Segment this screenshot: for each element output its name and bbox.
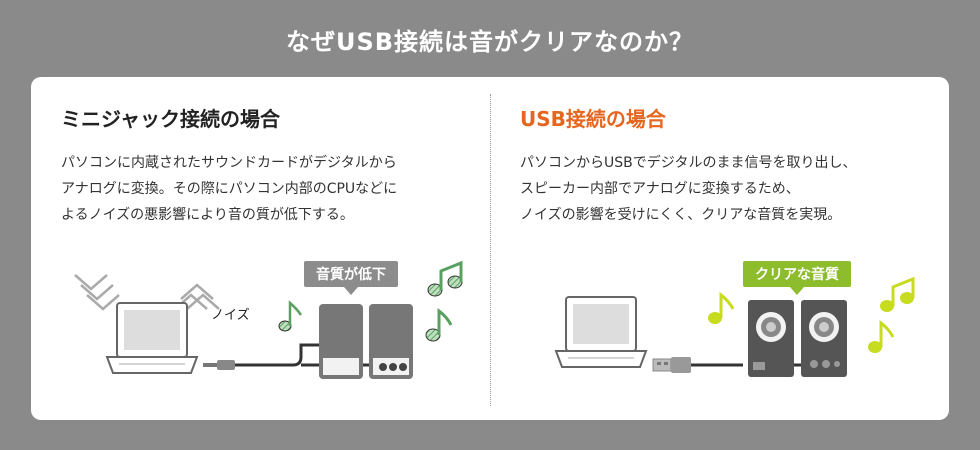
laptop-left-icon bbox=[105, 302, 199, 374]
speakers-left-icon bbox=[319, 304, 413, 379]
noise-label: ノイズ bbox=[211, 308, 250, 323]
minijack-heading: ミニジャック接続の場合 bbox=[61, 107, 280, 131]
minijack-text-line-3: よるノイズの悪影響により音の質が低下する。 bbox=[61, 207, 354, 223]
laptop-right-icon bbox=[554, 296, 648, 368]
noise-waves-left-icon bbox=[74, 274, 120, 311]
music-note-left-2-icon bbox=[427, 260, 463, 297]
minijack-text-line-2: アナログに変換。その際にパソコン内部のCPUなどに bbox=[61, 181, 398, 197]
speakers-right-icon bbox=[748, 300, 847, 377]
usb-text-line-3: ノイズの影響を受けにくく、クリアな音質を実現。 bbox=[520, 207, 842, 223]
column-divider bbox=[490, 94, 491, 406]
usb-heading: USB接続の場合 bbox=[520, 107, 666, 131]
usb-cable-icon bbox=[652, 357, 743, 373]
usb-text-line-1: パソコンからUSBでデジタルのまま信号を取り出し、 bbox=[520, 155, 857, 171]
quality-drop-label: 音質が低下 bbox=[316, 267, 386, 283]
minijack-text-line-1: パソコンに内蔵されたサウンドカードがデジタルから bbox=[61, 155, 397, 171]
music-note-right-3-icon bbox=[868, 319, 895, 353]
music-note-right-2-icon bbox=[880, 276, 915, 312]
music-note-left-3-icon bbox=[425, 307, 453, 342]
music-note-left-icon bbox=[278, 300, 303, 332]
usb-text-line-2: スピーカー内部でアナログに変換するため、 bbox=[520, 181, 800, 197]
page-title: なぜUSB接続は音がクリアなのか？ bbox=[285, 28, 695, 56]
minijack-section: ミニジャック接続の場合 パソコンに内蔵されたサウンドカードがデジタルから アナロ… bbox=[61, 103, 481, 228]
music-note-right-icon bbox=[708, 291, 735, 324]
clear-sound-label: クリアな音質 bbox=[755, 267, 839, 283]
illustrations bbox=[74, 260, 915, 379]
comparison-card: ミニジャック接続の場合 パソコンに内蔵されたサウンドカードがデジタルから アナロ… bbox=[31, 77, 949, 420]
usb-section: USB接続の場合 パソコンからUSBでデジタルのまま信号を取り出し、 スピーカー… bbox=[520, 103, 940, 228]
quality-drop-tag: 音質が低下 bbox=[304, 261, 398, 295]
clear-sound-tag: クリアな音質 bbox=[743, 261, 851, 295]
